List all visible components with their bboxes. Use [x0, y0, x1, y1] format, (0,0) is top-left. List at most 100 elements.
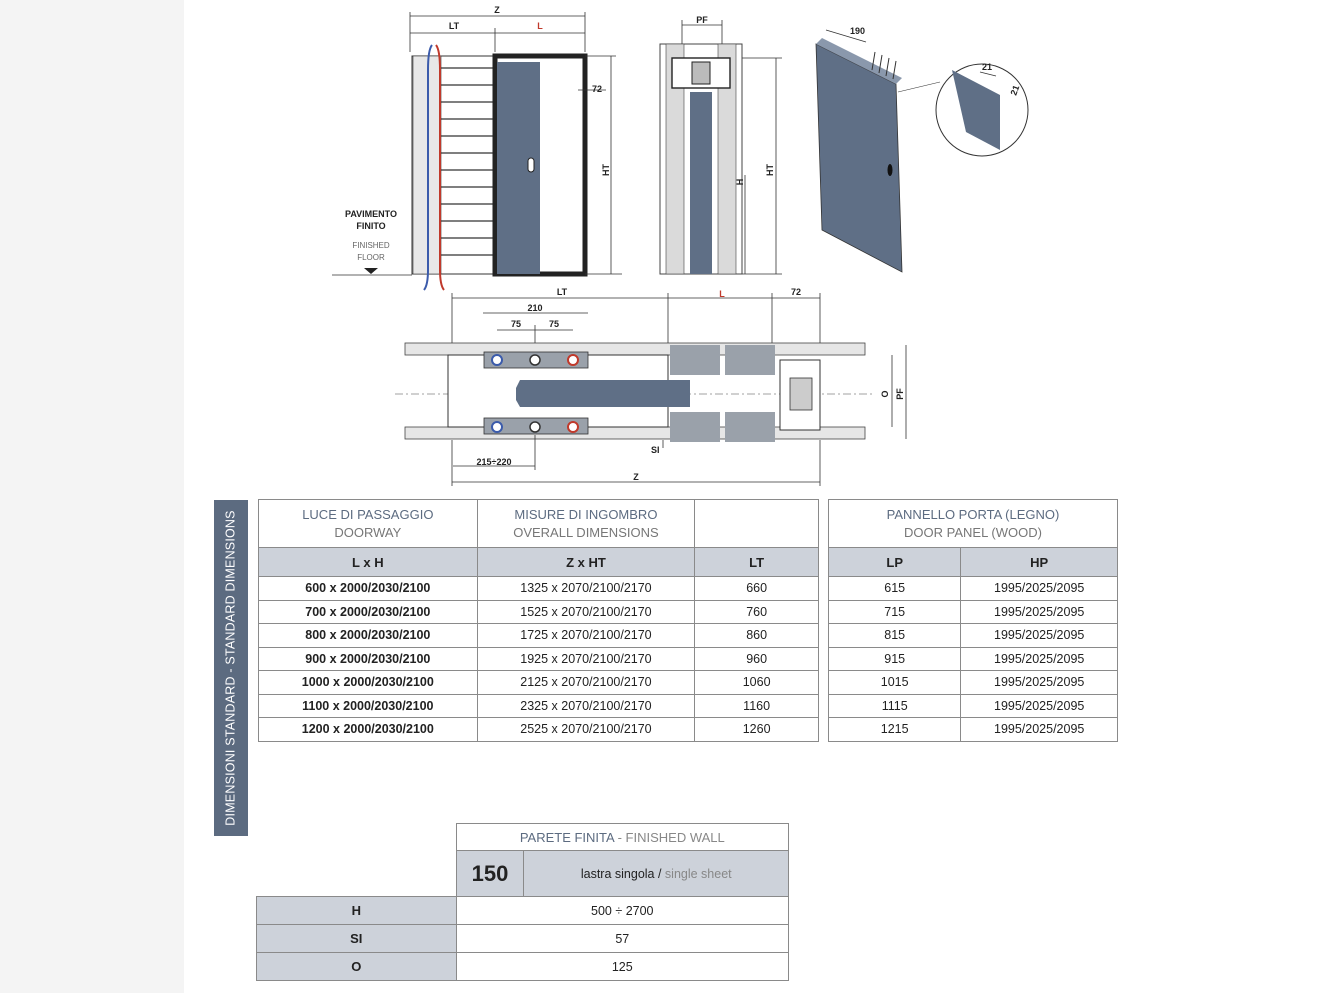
panel-column-header-row: LP HP	[827, 547, 1118, 577]
floor-en-line2: FLOOR	[357, 253, 385, 262]
dimensions-table: LUCE DI PASSAGGIO DOORWAY MISURE DI INGO…	[258, 499, 819, 742]
dimensions-header-row: LUCE DI PASSAGGIO DOORWAY MISURE DI INGO…	[258, 499, 819, 548]
wall-row-label: H	[256, 896, 457, 925]
wall-sheet-sep: /	[654, 866, 665, 881]
plan-75a-label: 75	[511, 319, 521, 329]
wall-title-it: PARETE FINITA	[519, 829, 614, 845]
doorway-header-en: DOORWAY	[334, 524, 402, 540]
door-panel-table: PANNELLO PORTA (LEGNO) DOOR PANEL (WOOD)…	[827, 499, 1118, 742]
cell-lp: 1115	[827, 693, 962, 718]
cell-lp: 1215	[827, 717, 962, 742]
door-3d-view: 190 21 21	[815, 26, 1029, 273]
floor-it-line2: FINITO	[356, 221, 385, 231]
wall-row-label: SI	[256, 924, 457, 953]
cell-lxh: 900 x 2000/2030/2100	[258, 646, 478, 671]
doorway-header: LUCE DI PASSAGGIO DOORWAY	[258, 499, 478, 548]
wall-sheet-it: lastra singola	[580, 866, 655, 881]
wall-title-en: FINISHED WALL	[625, 829, 725, 845]
wall-row-value: 57	[455, 924, 790, 953]
plan-210-label: 210	[527, 303, 542, 313]
cell-lt: 960	[694, 646, 819, 671]
cell-lxh: 1100 x 2000/2030/2100	[258, 693, 478, 718]
overall-header: MISURE DI INGOMBRO OVERALL DIMENSIONS	[476, 499, 696, 548]
col-zxht: Z x HT	[476, 547, 696, 577]
cell-lp: 1015	[827, 670, 962, 695]
cell-lt: 860	[694, 623, 819, 648]
cell-hp: 1995/2025/2095	[960, 693, 1118, 718]
cell-hp: 1995/2025/2095	[960, 623, 1118, 648]
cell-zxht: 2525 x 2070/2100/2170	[476, 717, 696, 742]
cell-zxht: 1725 x 2070/2100/2170	[476, 623, 696, 648]
cell-zxht: 2125 x 2070/2100/2170	[476, 670, 696, 695]
wall-sheet-en: single sheet	[664, 866, 732, 881]
empty-header	[694, 499, 819, 548]
cell-lt: 1160	[694, 693, 819, 718]
wall-header-spacer	[257, 824, 457, 851]
wall-header-row: PARETE FINITA - FINISHED WALL	[257, 823, 790, 851]
panel-header-row: PANNELLO PORTA (LEGNO) DOOR PANEL (WOOD)	[828, 499, 1118, 548]
cell-hp: 1995/2025/2095	[960, 717, 1118, 742]
wall-row-value: 500 ÷ 2700	[455, 896, 790, 925]
finished-wall-table: PARETE FINITA - FINISHED WALL 150 lastra…	[256, 823, 790, 981]
cell-lt: 760	[694, 599, 819, 624]
overall-header-it: MISURE DI INGOMBRO	[514, 506, 658, 522]
cell-hp: 1995/2025/2095	[960, 646, 1118, 671]
plan-75b-label: 75	[549, 319, 559, 329]
section-h-label: H	[735, 179, 745, 186]
front-72-label: 72	[592, 84, 602, 94]
doorway-header-it: LUCE DI PASSAGGIO	[302, 506, 434, 522]
floor-it-line1: PAVIMENTO	[345, 209, 397, 219]
wall-title-sep: -	[613, 829, 626, 845]
section-ht-label: HT	[765, 164, 775, 176]
technical-drawing: Z LT L 72 HT PAVIMENTO F	[332, 5, 1029, 486]
cell-lp: 715	[827, 599, 962, 624]
section-pf-label: PF	[696, 15, 708, 25]
cell-lt: 1260	[694, 717, 819, 742]
door-190-label: 190	[850, 26, 865, 36]
plan-z-label: Z	[633, 472, 639, 482]
side-label: DIMENSIONI STANDARD - STANDARD DIMENSION…	[214, 500, 248, 836]
wall-header: PARETE FINITA - FINISHED WALL	[455, 823, 790, 851]
cell-hp: 1995/2025/2095	[960, 576, 1118, 601]
cell-lp: 815	[827, 623, 962, 648]
wall-thickness: 150	[455, 850, 525, 897]
cell-zxht: 1525 x 2070/2100/2170	[476, 599, 696, 624]
cell-lxh: 700 x 2000/2030/2100	[258, 599, 478, 624]
plan-pf-label: PF	[895, 388, 905, 400]
col-lxh: L x H	[258, 547, 478, 577]
wall-row-value: 125	[455, 952, 790, 981]
door-21b-label: 21	[1008, 84, 1021, 97]
cell-lp: 615	[827, 576, 962, 601]
side-label-text: DIMENSIONI STANDARD - STANDARD DIMENSION…	[224, 510, 238, 826]
wall-row-label: O	[256, 952, 457, 981]
plan-72-label: 72	[791, 287, 801, 297]
front-elevation: Z LT L 72 HT PAVIMENTO F	[332, 5, 622, 291]
col-lt: LT	[694, 547, 819, 577]
floor-en-line1: FINISHED	[352, 241, 390, 250]
cell-zxht: 1925 x 2070/2100/2170	[476, 646, 696, 671]
section-view: PF H HT	[659, 15, 782, 275]
cell-lt: 660	[694, 576, 819, 601]
cell-lp: 915	[827, 646, 962, 671]
cell-lt: 1060	[694, 670, 819, 695]
front-l-label: L	[537, 21, 543, 31]
cell-lxh: 1000 x 2000/2030/2100	[258, 670, 478, 695]
cell-zxht: 2325 x 2070/2100/2170	[476, 693, 696, 718]
cell-lxh: 800 x 2000/2030/2100	[258, 623, 478, 648]
col-lp: LP	[827, 547, 962, 577]
cell-zxht: 1325 x 2070/2100/2170	[476, 576, 696, 601]
